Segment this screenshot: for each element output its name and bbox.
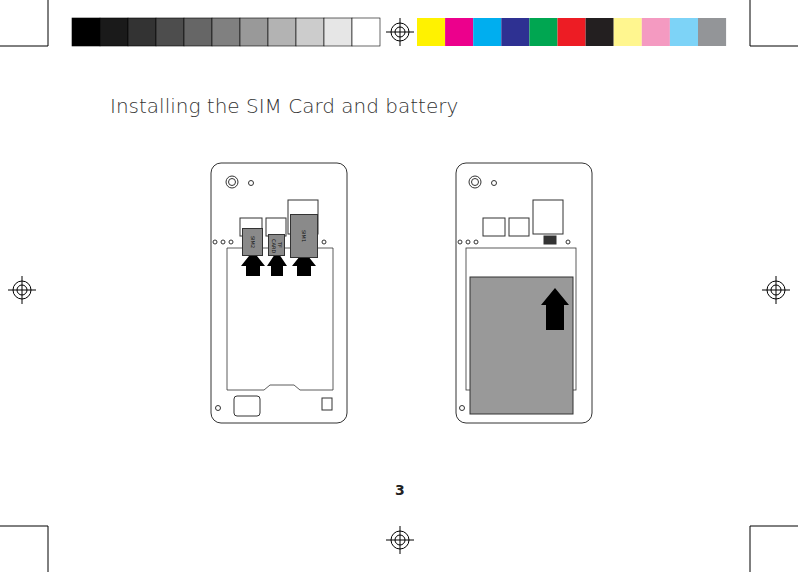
grey-swatch (212, 18, 240, 46)
grey-swatch (156, 18, 184, 46)
page-number: 3 (395, 482, 405, 498)
color-swatch (586, 18, 614, 46)
card-label: SIM2 (250, 230, 256, 254)
color-swatch (642, 18, 670, 46)
grey-swatch (296, 18, 324, 46)
color-swatch (614, 18, 642, 46)
grey-swatch (268, 18, 296, 46)
phone-back (456, 163, 592, 423)
registration-mark (8, 276, 36, 304)
memory-card: TF CARD (268, 234, 285, 256)
card-label: TF CARD (271, 239, 283, 251)
color-swatch (417, 18, 445, 46)
grey-swatch (240, 18, 268, 46)
grey-swatch (324, 18, 352, 46)
color-swatch (670, 18, 698, 46)
grey-swatch (72, 18, 100, 46)
title: Installing the SIM Card and battery (110, 94, 458, 118)
color-swatch (698, 18, 726, 46)
grey-swatch (184, 18, 212, 46)
color-swatch (501, 18, 529, 46)
sim-card: SIM1 (290, 214, 318, 258)
grey-swatch (352, 18, 380, 46)
grey-swatch (128, 18, 156, 46)
color-swatch (473, 18, 501, 46)
card-label: SIM1 (301, 224, 307, 248)
registration-mark (762, 276, 790, 304)
color-swatch (558, 18, 586, 46)
phone-back (211, 163, 347, 423)
grey-swatch (100, 18, 128, 46)
registration-marks (8, 18, 790, 554)
registration-mark (386, 18, 414, 46)
color-bars (72, 18, 726, 46)
sim-card: SIM2 (242, 228, 263, 256)
color-swatch (445, 18, 473, 46)
registration-mark (386, 526, 414, 554)
color-swatch (529, 18, 557, 46)
